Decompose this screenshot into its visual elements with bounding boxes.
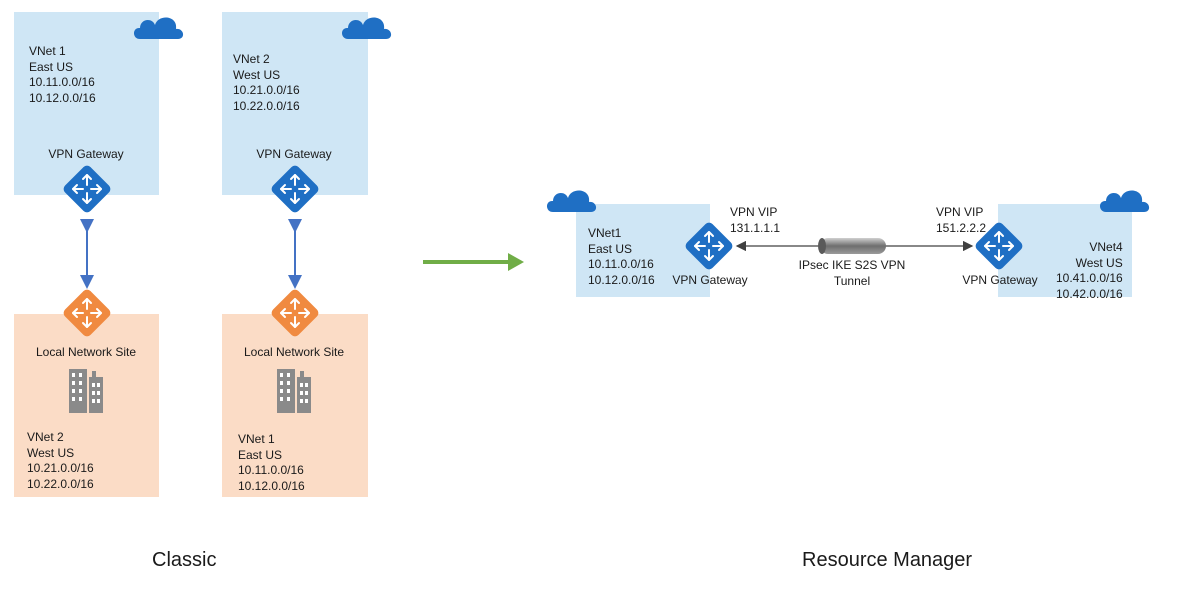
tunnel-label: IPsec IKE S2S VPN Tunnel: [792, 258, 912, 289]
vip-address: 131.1.1.1: [730, 220, 781, 235]
vnet-prefix: 10.11.0.0/16: [588, 257, 654, 271]
cloud-icon: [1100, 190, 1150, 212]
local-site-region: West US: [27, 445, 75, 460]
vnet-prefix: 10.22.0.0/16: [233, 98, 300, 113]
building-icon: [277, 369, 311, 413]
vnet-name: VNet4: [1089, 240, 1123, 254]
cloud-icon: [342, 17, 392, 39]
local-site-prefix: 10.11.0.0/16: [238, 463, 304, 477]
classic-vnet1-box: [14, 12, 159, 195]
vnet-region: East US: [29, 59, 74, 74]
classic-vnet1-details: VNet 1 East US 10.11.0.0/16 10.12.0.0/16: [29, 44, 96, 106]
local-site-prefix: 10.21.0.0/16: [27, 461, 94, 475]
vpn-gateway-label: VPN Gateway: [256, 147, 332, 161]
rm-vnet1-details: VNet1 East US 10.11.0.0/16 10.12.0.0/16: [588, 226, 655, 288]
rm-vnet4-box: [998, 204, 1132, 297]
vpn-gateway-label: VPN Gateway: [672, 273, 748, 287]
vpn-gateway-icon: [974, 221, 1025, 272]
vip-address: 151.2.2.2: [936, 220, 987, 235]
vpn-tunnel-connector: [735, 238, 974, 254]
vip-label: VPN VIP: [730, 205, 778, 219]
vnet-region: West US: [1075, 255, 1123, 270]
vpn-gateway-label: VPN Gateway: [962, 273, 1038, 287]
local-network-site-label: Local Network Site: [243, 345, 345, 359]
resource-manager-title: Resource Manager: [802, 549, 973, 571]
vpn-gateway-icon: [684, 221, 735, 272]
local-site-name: VNet 1: [238, 432, 275, 446]
vpn-gateway-icon: [270, 164, 321, 215]
local-gateway-icon: [270, 288, 321, 339]
rm-vnet1-box: [576, 204, 710, 297]
vnet-prefix: 10.11.0.0/16: [29, 75, 95, 89]
classic-vnet2-box: [222, 12, 368, 195]
local-site-name: VNet 2: [27, 430, 64, 444]
vnet-name: VNet 2: [233, 52, 270, 66]
migration-arrow-icon: [423, 253, 524, 271]
vnet-prefix: 10.42.0.0/16: [1056, 286, 1123, 301]
tunnel-icon: [820, 238, 886, 254]
classic-local-site1-details: VNet 2 West US 10.21.0.0/16 10.22.0.0/16: [27, 430, 94, 492]
vnet-region: West US: [233, 67, 281, 82]
rm-vip-left: VPN VIP 131.1.1.1: [730, 205, 780, 236]
vnet-name: VNet1: [588, 226, 622, 240]
vpn-gateway-icon: [62, 164, 113, 215]
local-gateway-icon: [62, 288, 113, 339]
local-network-site-label: Local Network Site: [35, 345, 137, 359]
rm-vnet4-details: VNet4 West US 10.41.0.0/16 10.42.0.0/16: [1056, 240, 1123, 302]
vpn-gateway-label: VPN Gateway: [48, 147, 124, 161]
classic-local-site2-details: VNet 1 East US 10.11.0.0/16 10.12.0.0/16: [238, 432, 305, 494]
vip-label: VPN VIP: [936, 205, 984, 219]
rm-vip-right: VPN VIP 151.2.2.2: [936, 205, 986, 236]
building-icon: [69, 369, 103, 413]
classic-vnet2-details: VNet 2 West US 10.21.0.0/16 10.22.0.0/16: [233, 52, 300, 114]
vnet-prefix: 10.21.0.0/16: [233, 83, 300, 97]
cloud-icon: [547, 190, 597, 212]
cloud-icon: [134, 17, 184, 39]
local-site-prefix: 10.22.0.0/16: [27, 476, 94, 491]
local-site-region: East US: [238, 447, 283, 462]
tunnel-label-line1: IPsec IKE S2S VPN: [798, 258, 906, 272]
vnet-name: VNet 1: [29, 44, 66, 58]
classic-title: Classic: [152, 549, 217, 571]
vnet-prefix: 10.12.0.0/16: [588, 272, 655, 287]
vnet-prefix: 10.41.0.0/16: [1056, 271, 1123, 285]
tunnel-label-line2: Tunnel: [833, 273, 871, 288]
vnet-region: East US: [588, 241, 633, 256]
vnet-prefix: 10.12.0.0/16: [29, 90, 96, 105]
local-site-prefix: 10.12.0.0/16: [238, 478, 305, 493]
